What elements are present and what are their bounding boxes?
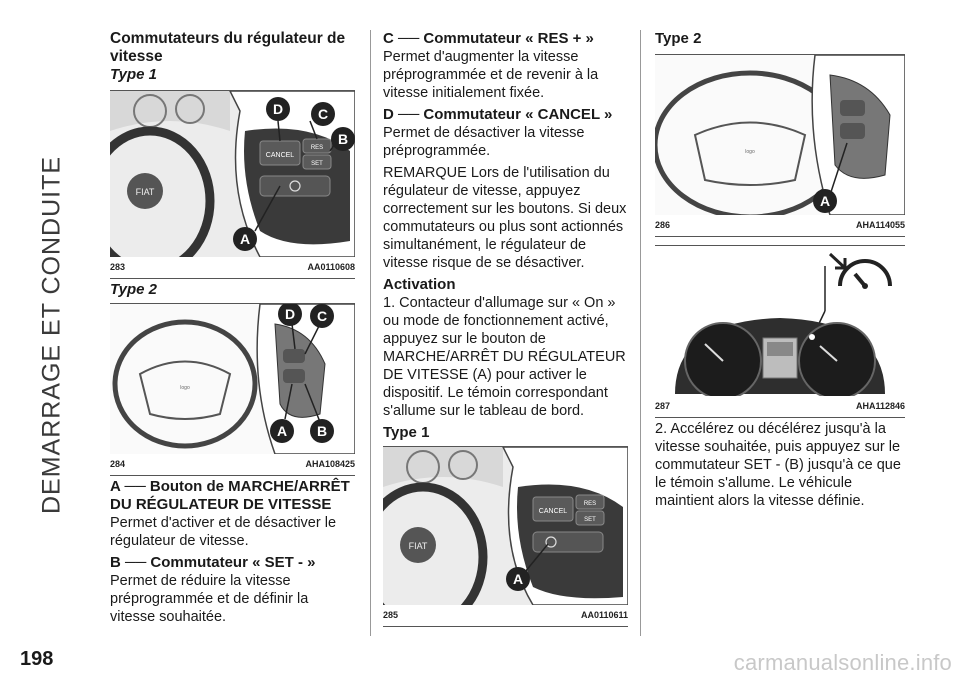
item-d-text: Permet de désactiver la vitesse préprogr… <box>383 125 585 159</box>
item-d-title: D ── Commutateur « CANCEL » <box>383 106 613 123</box>
instrument-cluster-illustration <box>655 246 905 396</box>
column-divider <box>370 30 371 636</box>
figure-code: AHA114055 <box>855 220 905 230</box>
item-c-title: C ── Commutateur « RES + » <box>383 30 594 47</box>
svg-text:FIAT: FIAT <box>136 187 155 197</box>
callout-d: D <box>273 101 283 117</box>
steering-wheel-type1-activation-illustration: FIAT CANCEL RES SET A <box>383 447 628 605</box>
item-a-title: A ── Bouton de MARCHE/ARRÊT DU RÉGULATEU… <box>110 478 350 513</box>
callout-d: D <box>285 306 295 322</box>
set-button-label: SET <box>311 161 323 167</box>
column-divider <box>640 30 641 636</box>
figure-number: 285 <box>383 610 399 620</box>
callout-a: A <box>277 423 287 439</box>
column-1: Commutateurs du régulateur de vitesse Ty… <box>110 30 355 630</box>
type-heading: Type 2 <box>655 30 702 47</box>
callout-b: B <box>317 423 327 439</box>
item-b-text: Permet de réduire la vitesse préprogramm… <box>110 573 309 625</box>
page-number: 198 <box>20 648 54 670</box>
figure-code: AA0110611 <box>580 610 628 620</box>
column-2: C ── Commutateur « RES + » Permet d'augm… <box>383 30 628 627</box>
cancel-button-label: CANCEL <box>539 508 568 515</box>
cruise-control-warning-icon <box>828 252 892 289</box>
callout-a: A <box>820 193 830 209</box>
figure-285: FIAT CANCEL RES SET A 285 AA0110611 <box>383 446 628 627</box>
figure-code: AHA108425 <box>305 459 355 469</box>
svg-text:FIAT: FIAT <box>409 541 428 551</box>
cancel-button-label: CANCEL <box>266 152 295 159</box>
steering-wheel-type2-illustration: logo D C A B <box>110 304 355 454</box>
column-3: Type 2 logo A 286 AHA114055 <box>655 30 905 514</box>
watermark: carmanualsonline.info <box>733 650 952 675</box>
item-b-title: B ── Commutateur « SET - » <box>110 554 316 571</box>
res-button-label: RES <box>311 145 323 151</box>
callout-b: B <box>338 131 348 147</box>
chapter-side-title: DEMARRAGE ET CONDUITE <box>37 155 66 515</box>
callout-a: A <box>240 231 250 247</box>
figure-286: logo A 286 AHA114055 <box>655 54 905 237</box>
res-button-label: RES <box>584 501 596 507</box>
section-heading: Commutateurs du régulateur de vitesse <box>110 30 346 65</box>
steering-wheel-type2-activation-illustration: logo A <box>655 55 905 215</box>
figure-284: logo D C A B 284 AHA108425 <box>110 303 355 476</box>
svg-text:logo: logo <box>745 149 755 155</box>
item-a-text: Permet d'activer et de désactiver le rég… <box>110 515 337 549</box>
remark-text: REMARQUE Lors de l'utilisation du régula… <box>383 165 627 271</box>
figure-caption: 284 AHA108425 <box>110 454 355 475</box>
activation-step-2: 2. Accélérez ou décélérez jusqu'à la vit… <box>655 421 901 509</box>
svg-text:logo: logo <box>180 385 190 391</box>
type-heading: Type 1 <box>383 424 430 441</box>
figure-code: AHA112846 <box>855 401 905 411</box>
item-c-text: Permet d'augmenter la vitesse préprogram… <box>383 49 599 101</box>
figure-caption: 283 AA0110608 <box>110 257 355 278</box>
figure-287: 287 AHA112846 <box>655 245 905 418</box>
figure-caption: 285 AA0110611 <box>383 605 628 626</box>
callout-c: C <box>317 308 327 324</box>
figure-283: FIAT CANCEL RES SET D C B A 283 <box>110 90 355 279</box>
callout-c: C <box>318 106 328 122</box>
figure-caption: 286 AHA114055 <box>655 215 905 236</box>
type-heading: Type 1 <box>110 66 157 83</box>
set-button-label: SET <box>584 517 596 523</box>
type-heading: Type 2 <box>110 281 157 298</box>
figure-number: 283 <box>110 262 126 272</box>
figure-number: 287 <box>655 401 671 411</box>
activation-heading: Activation <box>383 276 456 293</box>
figure-code: AA0110608 <box>307 262 355 272</box>
figure-number: 286 <box>655 220 671 230</box>
steering-wheel-type1-illustration: FIAT CANCEL RES SET D C B A <box>110 91 355 257</box>
activation-step-1: 1. Contacteur d'allumage sur « On » ou m… <box>383 295 626 419</box>
callout-a: A <box>513 571 523 587</box>
figure-caption: 287 AHA112846 <box>655 396 905 417</box>
figure-number: 284 <box>110 459 126 469</box>
